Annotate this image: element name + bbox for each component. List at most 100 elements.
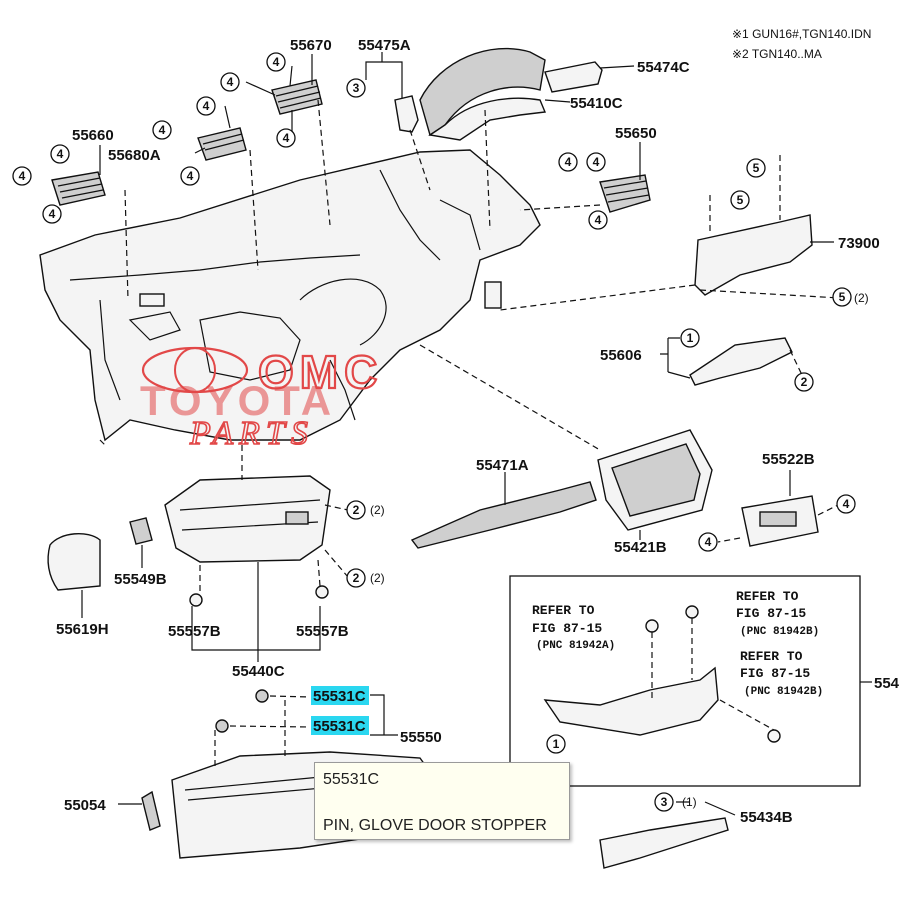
callout-55680A[interactable]: 55680A — [108, 147, 161, 164]
callout-55421B[interactable]: 55421B — [614, 539, 667, 556]
vent-55680A — [197, 127, 247, 161]
vent-55670 — [271, 79, 323, 115]
inset-frame — [509, 575, 861, 787]
part-55522B — [741, 495, 819, 547]
svg-text:1: 1 — [687, 331, 694, 345]
svg-text:FIG 87-15: FIG 87-15 — [532, 621, 602, 636]
vent-55650 — [599, 174, 651, 213]
refer-label-a: REFER TO FIG 87-15 (PNC 81942A) — [532, 603, 615, 652]
callout-55440C[interactable]: 55440C — [232, 663, 285, 680]
watermark-line-2: TOYOTA — [140, 377, 335, 424]
inset-clip-c — [767, 729, 781, 743]
svg-text:4: 4 — [227, 75, 234, 89]
svg-text:(PNC 81942B): (PNC 81942B) — [740, 626, 819, 638]
part-55475A — [394, 95, 419, 133]
callout-55531C-upper[interactable]: 55531C — [313, 688, 366, 705]
callout-55670[interactable]: 55670 — [290, 37, 332, 54]
suffix-1-a: (1) — [682, 795, 697, 809]
svg-text:REFER TO: REFER TO — [736, 589, 799, 604]
leader-lines — [81, 52, 872, 816]
svg-text:4: 4 — [159, 123, 166, 137]
guide-lines — [99, 99, 841, 770]
callout-55434B[interactable]: 55434B — [740, 809, 793, 826]
callout-55054[interactable]: 55054 — [64, 797, 106, 814]
svg-text:REFER TO: REFER TO — [740, 649, 803, 664]
svg-text:5: 5 — [839, 290, 846, 304]
callout-73900[interactable]: 73900 — [838, 235, 880, 252]
callout-55550[interactable]: 55550 — [400, 729, 442, 746]
vent-55660 — [51, 171, 106, 206]
inset-bracket — [543, 666, 719, 736]
part-55606 — [689, 337, 793, 386]
svg-text:4: 4 — [49, 207, 56, 221]
svg-text:5: 5 — [737, 193, 744, 207]
svg-text:4: 4 — [593, 155, 600, 169]
callout-55557B-right[interactable]: 55557B — [296, 623, 349, 640]
note-line-2: ※2 TGN140..MA — [732, 47, 822, 61]
refer-label-b: REFER TO FIG 87-15 (PNC 81942B) — [736, 589, 819, 638]
pin-55531C-lower — [215, 719, 229, 733]
part-55619H — [47, 533, 101, 591]
svg-text:4: 4 — [283, 131, 290, 145]
svg-text:2: 2 — [801, 375, 808, 389]
inset-clip-a — [645, 619, 659, 633]
svg-text:FIG 87-15: FIG 87-15 — [740, 666, 810, 681]
inset-clip-b — [685, 605, 699, 619]
svg-text:3: 3 — [661, 795, 668, 809]
watermark-logo: OMC TOYOTA PARTS — [140, 345, 378, 453]
reference-circles: 4 4 4 4 4 4 4 4 4 3 4 4 4 5 5 5 1 2 2 2 … — [12, 52, 856, 812]
part-55549B — [129, 517, 153, 545]
part-55557B-right — [315, 585, 329, 599]
svg-text:3: 3 — [353, 81, 360, 95]
callout-55606[interactable]: 55606 — [600, 347, 642, 364]
part-tooltip: 55531C PIN, GLOVE DOOR STOPPER — [314, 762, 570, 840]
callout-55474C[interactable]: 55474C — [637, 59, 690, 76]
callout-55471A[interactable]: 55471A — [476, 457, 529, 474]
part-55434B — [599, 817, 729, 869]
svg-text:4: 4 — [19, 169, 26, 183]
svg-text:4: 4 — [705, 535, 712, 549]
callout-55557B-left[interactable]: 55557B — [168, 623, 221, 640]
svg-text:(PNC 81942A): (PNC 81942A) — [536, 640, 615, 652]
suffix-2-c: (2) — [370, 571, 385, 585]
svg-text:2: 2 — [353, 571, 360, 585]
part-55410C — [419, 47, 547, 141]
part-55421B — [597, 429, 713, 531]
svg-text:4: 4 — [595, 213, 602, 227]
callout-554-cut[interactable]: 554 — [874, 675, 900, 692]
highlight-box-upper — [311, 686, 369, 705]
svg-text:4: 4 — [203, 99, 210, 113]
callout-55531C-lower[interactable]: 55531C — [313, 718, 366, 735]
svg-text:4: 4 — [273, 55, 280, 69]
callout-55522B[interactable]: 55522B — [762, 451, 815, 468]
tooltip-description: PIN, GLOVE DOOR STOPPER — [323, 817, 547, 834]
pin-55531C-upper — [255, 689, 269, 703]
svg-text:2: 2 — [353, 503, 360, 517]
suffix-2-b: (2) — [370, 503, 385, 517]
part-55557B-left — [189, 593, 203, 607]
part-55054 — [141, 790, 161, 831]
svg-text:REFER TO: REFER TO — [532, 603, 595, 618]
callout-55660[interactable]: 55660 — [72, 127, 114, 144]
part-55440C — [164, 475, 331, 563]
callout-55410C[interactable]: 55410C — [570, 95, 623, 112]
svg-text:4: 4 — [57, 147, 64, 161]
callout-55650[interactable]: 55650 — [615, 125, 657, 142]
callout-55619H[interactable]: 55619H — [56, 621, 109, 638]
tooltip-part-number: 55531C — [323, 771, 380, 788]
svg-text:FIG 87-15: FIG 87-15 — [736, 606, 806, 621]
svg-text:5: 5 — [753, 161, 760, 175]
part-73900 — [694, 214, 813, 296]
callout-55475A[interactable]: 55475A — [358, 37, 411, 54]
svg-text:4: 4 — [565, 155, 572, 169]
instrument-panel — [39, 149, 541, 442]
svg-text:1: 1 — [553, 737, 560, 751]
highlight-box-lower — [311, 716, 369, 735]
part-55471A — [410, 481, 597, 549]
watermark-line-3: PARTS — [189, 415, 314, 452]
svg-text:4: 4 — [187, 169, 194, 183]
part-number-callouts: 55670 55475A 55474C 55410C 55660 55680A … — [56, 37, 900, 826]
svg-text:4: 4 — [843, 497, 850, 511]
refer-label-c: REFER TO FIG 87-15 (PNC 81942B) — [740, 649, 823, 698]
callout-55549B[interactable]: 55549B — [114, 571, 167, 588]
